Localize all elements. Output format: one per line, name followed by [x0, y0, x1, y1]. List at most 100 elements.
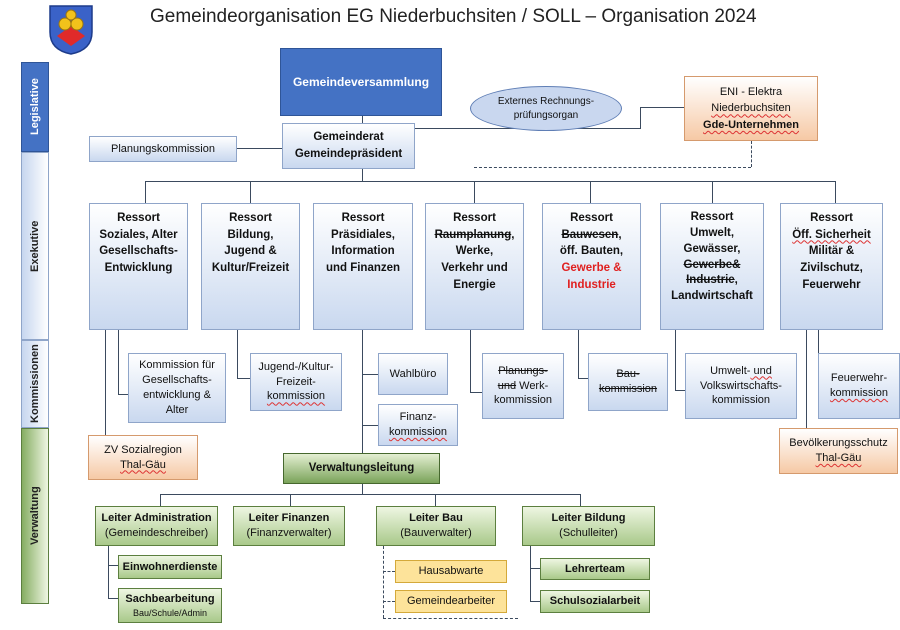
hausabwarte-box: Hausabwarte: [395, 560, 507, 583]
eni-line2: Niederbuchsiten: [711, 102, 791, 115]
ressort-label: Ressort: [341, 212, 385, 224]
ressort-label: Ressort: [570, 212, 613, 224]
ressort-line: öff. Bauten,: [559, 245, 624, 258]
leiter-sub: (Gemeindeschreiber): [104, 527, 209, 539]
ressort-label: Ressort: [690, 211, 734, 223]
bevoelkerungsschutz-box: Bevölkerungsschutz Thal-Gäu: [779, 428, 898, 474]
ressort-line: Bauwesen,: [561, 227, 621, 244]
ressort-line: Soziales, Alter: [99, 228, 178, 241]
kommission-bau: Bau- kommission: [588, 353, 668, 411]
kommission-line: kommission: [388, 426, 448, 438]
hausabwarte-label: Hausabwarte: [418, 565, 484, 578]
kommission-line: Jugend-/Kultur-: [258, 360, 334, 373]
ressort-label: Ressort: [810, 212, 853, 224]
ressort-soziales: Ressort Soziales, Alter Gesellschafts- E…: [89, 203, 188, 330]
gemeindeversammlung-box: Gemeindeversammlung: [280, 48, 442, 116]
lehrerteam-box: Lehrerteam: [540, 558, 650, 580]
gemeindeversammlung-label: Gemeindeversammlung: [292, 74, 430, 89]
sachbearbeitung-label: Sachbearbeitung: [125, 593, 215, 605]
leiter-sub: (Schulleiter): [559, 527, 618, 539]
kommission-line: Umwelt- und: [710, 364, 772, 379]
ressort-umwelt: Ressort Umwelt, Gewässer, Gewerbe& Indus…: [660, 203, 764, 330]
ressort-line: Information: [331, 245, 395, 258]
bevoelk-line1: Bevölkerungsschutz: [789, 437, 888, 450]
ressort-line: Gewässer,: [683, 242, 741, 255]
lehrerteam-label: Lehrerteam: [565, 562, 625, 575]
kommission-text: und: [750, 364, 772, 377]
kommission-line: Feuerwehr-: [830, 372, 888, 385]
ressort-line: Zivilschutz,: [800, 262, 863, 275]
kommission-line: kommission: [266, 390, 326, 403]
ressort-line: Raumplanung,: [435, 227, 515, 244]
einwohnerdienste-label: Einwohnerdienste: [122, 560, 218, 573]
sachbearbeitung-box: Sachbearbeitung Bau/Schule/Admin: [118, 588, 222, 623]
eni-line1: ENI - Elektra: [719, 85, 783, 98]
bevoelk-line2: Thal-Gäu: [815, 452, 862, 464]
eni-line3: Gde-Unternehmen: [703, 118, 799, 131]
kommission-strike-text: Planungs-: [498, 364, 548, 377]
leiter-bildung: Leiter Bildung (Schulleiter): [522, 506, 655, 546]
ressort-punct: ,: [511, 228, 515, 241]
gemeindearbeiter-label: Gemeindearbeiter: [406, 595, 496, 608]
kommission-line: kommission: [711, 394, 771, 407]
sachbearbeitung-sub: Bau/Schule/Admin: [132, 607, 208, 618]
ressort-label: Ressort: [229, 212, 272, 224]
gemeinderat-line2: Gemeindepräsident: [294, 148, 403, 160]
leiter-administration: Leiter Administration (Gemeindeschreiber…: [95, 506, 218, 546]
kommission-line: Alter: [165, 403, 189, 416]
kommission-line: Freizeit-: [276, 375, 316, 388]
leiter-finanzen: Leiter Finanzen (Finanzverwalter): [233, 506, 345, 546]
leiter-title: Leiter Finanzen: [248, 512, 330, 525]
ressort-line: Präsidiales,: [331, 228, 395, 241]
ressort-line-red: Gewerbe &: [561, 262, 622, 275]
ressort-label: Ressort: [453, 212, 496, 224]
ressort-line-red: Industrie: [567, 278, 616, 291]
kommission-strike-text: Bau-: [616, 368, 640, 381]
zv-line1: ZV Sozialregion: [104, 443, 182, 456]
ressort-line: Bildung,: [227, 228, 274, 241]
ressort-punct: ,: [618, 228, 622, 241]
gemeindearbeiter-box: Gemeindearbeiter: [395, 590, 507, 613]
side-label-exekutive: Exekutive: [21, 152, 49, 340]
leiter-sub: (Bauverwalter): [400, 527, 472, 539]
rechnungspruef-line1: Externes Rechnungs-: [497, 95, 595, 107]
ressort-bildung: Ressort Bildung, Jugend & Kultur/Freizei…: [201, 203, 300, 330]
ressort-line: Verkehr und: [441, 262, 508, 275]
ressort-strike-text: Industrie: [686, 274, 735, 287]
rechnungspruefungsorgan-ellipse: Externes Rechnungs- prüfungsorgan: [470, 86, 622, 131]
kommission-line: kommission: [493, 394, 553, 407]
leiter-sub: (Finanzverwalter): [246, 527, 332, 539]
ressort-line: Landwirtschaft: [671, 290, 753, 303]
ressort-praesidiales: Ressort Präsidiales, Information und Fin…: [313, 203, 413, 330]
kommission-gesellschaft: Kommission für Gesellschafts- entwicklun…: [128, 353, 226, 423]
side-label-legislative: Legislative: [21, 62, 49, 152]
side-label-verwaltung: Verwaltung: [21, 428, 49, 604]
ressort-line: und Finanzen: [325, 262, 401, 275]
kommission-strike-text: kommission: [598, 383, 658, 395]
verwaltungsleitung-box: Verwaltungsleitung: [283, 453, 440, 484]
ressort-line: Industrie,: [686, 273, 738, 289]
zv-line2: Thal-Gäu: [120, 458, 166, 471]
ressort-line: Jugend &: [224, 245, 277, 258]
kommission-umwelt: Umwelt- und Volkswirtschafts- kommission: [685, 353, 797, 419]
wahlbuero-label: Wahlbüro: [389, 367, 437, 380]
ressort-punct: ,: [734, 274, 738, 287]
ressort-raumplanung: Ressort Raumplanung, Werke, Verkehr und …: [425, 203, 524, 330]
ressort-line: Entwicklung: [104, 262, 173, 275]
leiter-title: Leiter Administration: [101, 512, 212, 525]
side-label-kommissionen: Kommissionen: [21, 340, 49, 428]
ressort-line: Öff. Sicherheit: [792, 228, 871, 241]
kommission-strike-text: und: [497, 379, 517, 392]
planungskommission-label: Planungskommission: [111, 142, 215, 155]
einwohnerdienste-box: Einwohnerdienste: [118, 555, 222, 579]
ressort-line: Militär &: [808, 245, 855, 258]
ressort-line: Umwelt,: [689, 226, 735, 239]
ressort-line: Kultur/Freizeit: [211, 262, 290, 275]
leiter-title: Leiter Bau: [409, 512, 463, 525]
planungskommission-box: Planungskommission: [89, 136, 237, 162]
kommission-jugend-kultur: Jugend-/Kultur- Freizeit- kommission: [250, 353, 342, 411]
kommission-line: Finanz-: [399, 411, 437, 424]
ressort-strike-text: Bauwesen: [561, 228, 619, 241]
ressort-line: Energie: [453, 278, 496, 291]
ressort-label: Ressort: [117, 212, 160, 224]
